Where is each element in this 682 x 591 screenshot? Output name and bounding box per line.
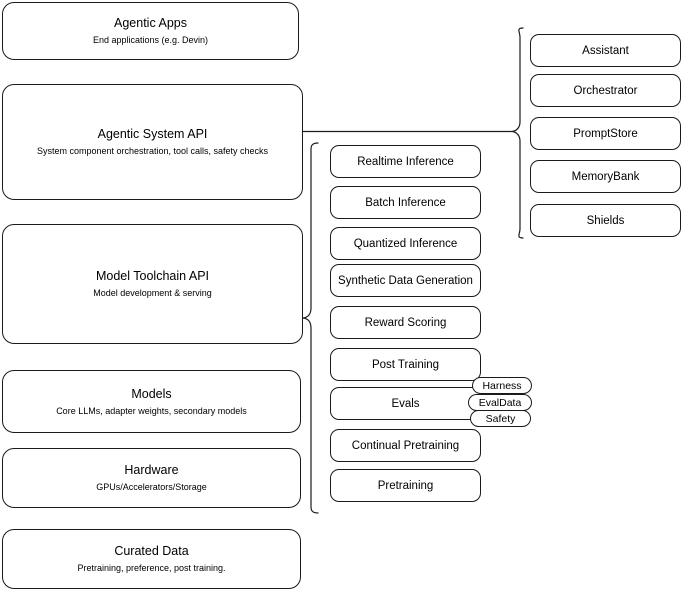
stack-box-hardware[interactable]: Hardware GPUs/Accelerators/Storage	[2, 448, 301, 508]
cap-box-post-training[interactable]: Post Training	[330, 348, 481, 381]
system-api-component-brace	[511, 27, 524, 239]
stack-subtitle: System component orchestration, tool cal…	[36, 146, 269, 156]
comp-box-promptstore[interactable]: PromptStore	[530, 117, 681, 150]
stack-subtitle: Core LLMs, adapter weights, secondary mo…	[56, 405, 247, 416]
cap-box-reward-scoring[interactable]: Reward Scoring	[330, 306, 481, 339]
pill-safety[interactable]: Safety	[470, 410, 531, 427]
stack-subtitle: GPUs/Accelerators/Storage	[96, 482, 207, 492]
stack-subtitle: End applications (e.g. Devin)	[92, 35, 209, 45]
comp-box-orchestrator[interactable]: Orchestrator	[530, 74, 681, 107]
cap-box-continual-pretraining[interactable]: Continual Pretraining	[330, 429, 481, 462]
stack-title: Curated Data	[114, 544, 189, 558]
comp-box-assistant[interactable]: Assistant	[530, 34, 681, 67]
stack-box-model-toolchain-api[interactable]: Model Toolchain API Model development & …	[2, 224, 303, 344]
stack-title: Hardware	[124, 463, 179, 477]
pill-harness[interactable]: Harness	[472, 377, 532, 394]
comp-box-shields[interactable]: Shields	[530, 204, 681, 237]
stack-subtitle: Pretraining, preference, post training.	[77, 563, 226, 573]
stack-box-agentic-system-api[interactable]: Agentic System API System component orch…	[2, 84, 303, 200]
stack-box-agentic-apps[interactable]: Agentic Apps End applications (e.g. Devi…	[2, 2, 299, 60]
stack-box-models[interactable]: Models Core LLMs, adapter weights, secon…	[2, 370, 301, 433]
model-toolchain-capability-brace	[302, 142, 319, 514]
cap-box-realtime-inference[interactable]: Realtime Inference	[330, 145, 481, 178]
cap-box-pretraining[interactable]: Pretraining	[330, 469, 481, 502]
stack-title: Agentic Apps	[114, 16, 187, 30]
stack-subtitle: Model development & serving	[93, 288, 212, 298]
cap-box-quantized-inference[interactable]: Quantized Inference	[330, 227, 481, 260]
stack-box-curated-data[interactable]: Curated Data Pretraining, preference, po…	[2, 529, 301, 589]
cap-box-batch-inference[interactable]: Batch Inference	[330, 186, 481, 219]
cap-box-evals[interactable]: Evals	[330, 387, 481, 420]
pill-evaldata[interactable]: EvalData	[468, 394, 532, 411]
stack-title: Model Toolchain API	[95, 269, 210, 283]
stack-title: Agentic System API	[97, 127, 208, 141]
comp-box-memorybank[interactable]: MemoryBank	[530, 160, 681, 193]
stack-title: Models	[131, 386, 172, 401]
cap-box-synthetic-data-generation[interactable]: Synthetic Data Generation	[330, 264, 481, 297]
